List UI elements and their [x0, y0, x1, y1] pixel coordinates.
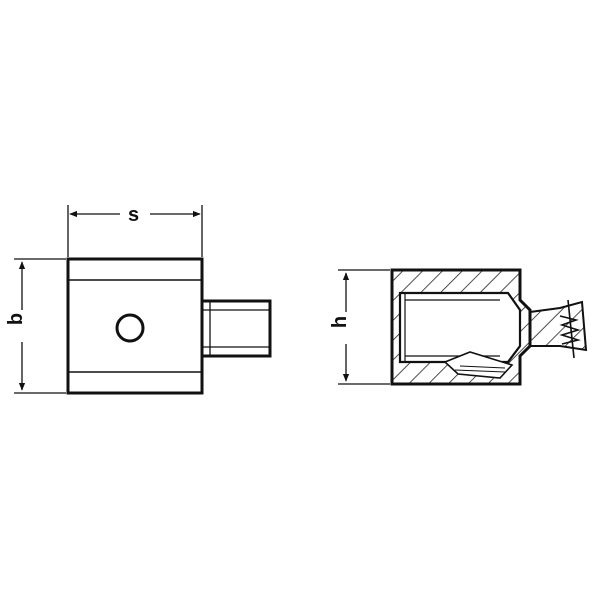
section-view	[390, 268, 588, 386]
dimension-h	[338, 269, 390, 385]
dimension-s	[67, 205, 203, 257]
spring-pin	[567, 299, 575, 359]
spring-coil	[559, 315, 581, 345]
dimension-s-label: s	[128, 204, 139, 226]
pin-housing	[529, 300, 588, 352]
side-view	[66, 257, 272, 395]
cross-hole	[115, 313, 145, 343]
section-inner-bore	[398, 291, 522, 364]
spring-lever-hatch-1	[454, 369, 506, 373]
dimension-b	[14, 258, 66, 394]
dimension-b-label: b	[5, 313, 27, 325]
square-drive-stub	[200, 299, 272, 358]
dimension-h-label: h	[329, 316, 351, 328]
spring-lever-hatch-2	[459, 365, 506, 369]
